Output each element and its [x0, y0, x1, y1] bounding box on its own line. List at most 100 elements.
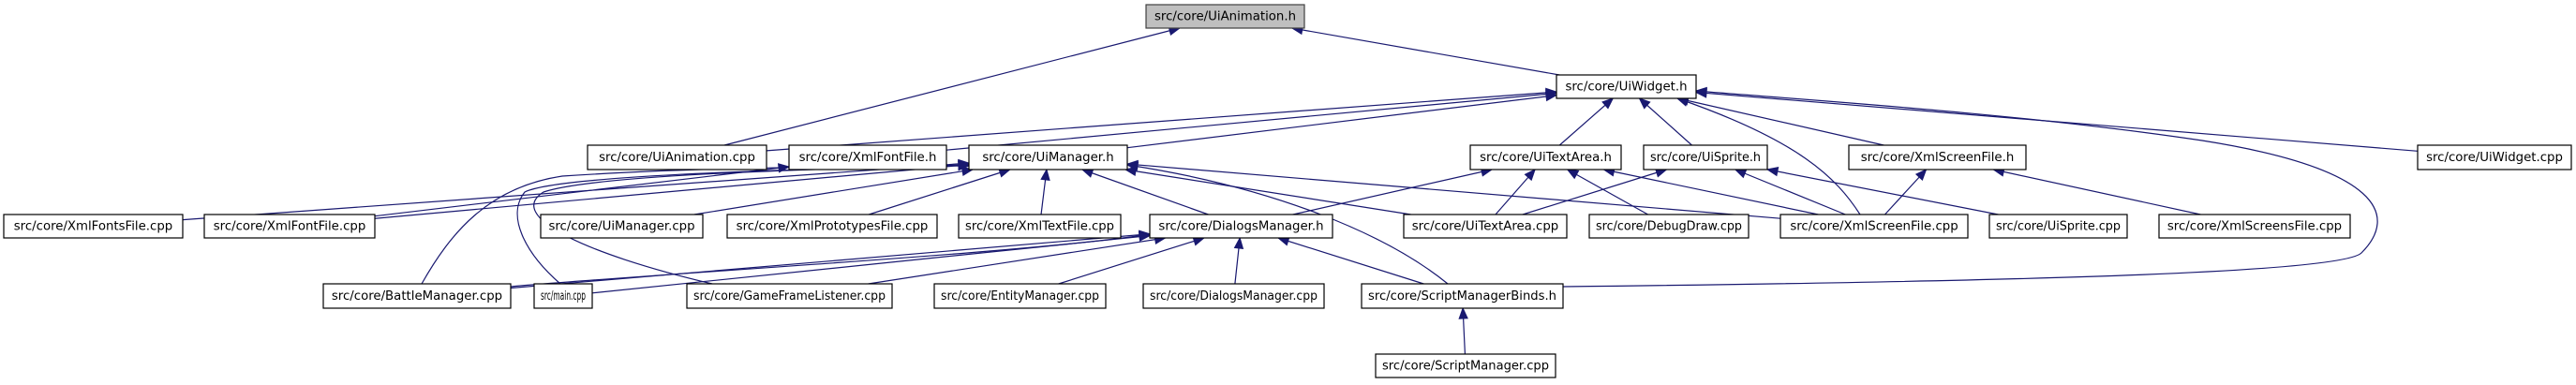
node-label: src/main.cpp	[541, 289, 586, 304]
edge-UiSprite_h-to-UiWidget_h	[1638, 97, 1692, 146]
node-box	[587, 144, 767, 170]
edge-line	[723, 27, 1181, 146]
node-xmlfontsfile-cpp[interactable]: src/core/XmlFontsFile.cpp	[3, 214, 184, 239]
edge-line	[869, 169, 1010, 215]
edge-UiTextArea_cpp-to-UiManager_h	[1124, 166, 1411, 215]
edge-UiAnimation_cpp-to-UiAnimation_h	[723, 25, 1182, 146]
edge-line	[1522, 169, 1667, 215]
edge-ScriptManagerBinds_h-to-DialogsManager_h	[1276, 236, 1424, 285]
edge-line	[1126, 163, 1781, 219]
node-scriptmanager-cpp[interactable]: src/core/ScriptManager.cpp	[1375, 353, 1556, 378]
node-dialogsmanager-cpp[interactable]: src/core/DialogsManager.cpp	[1142, 283, 1325, 309]
node-xmltextfile-cpp[interactable]: src/core/XmlTextFile.cpp	[958, 214, 1122, 239]
node-box	[322, 283, 512, 309]
arrowhead-icon	[1544, 91, 1558, 102]
node-uiwidget-cpp[interactable]: src/core/UiWidget.cpp	[2417, 144, 2572, 170]
node-label: src/core/UiSprite.cpp	[1996, 220, 2121, 234]
edge-line	[591, 234, 1151, 294]
node-label: src/core/XmlScreenFile.cpp	[1790, 220, 1958, 234]
node-box	[1149, 214, 1333, 239]
node-uimanager-cpp[interactable]: src/core/UiManager.cpp	[540, 214, 704, 239]
node-box	[1361, 283, 1564, 309]
node-xmlfontfile-cpp[interactable]: src/core/XmlFontFile.cpp	[203, 214, 376, 239]
edge-UiAnimation_cpp-to-UiWidget_h	[766, 87, 1558, 152]
node-label: src/core/UiManager.h	[982, 151, 1113, 165]
edge-DialogsManager_h-to-UiTextArea_h	[1292, 167, 1494, 215]
arrowhead-icon	[1734, 169, 1748, 179]
node-box	[1469, 144, 1622, 170]
edge-UiManager_cpp-to-UiManager_h	[693, 166, 975, 215]
node-box	[540, 214, 704, 239]
node-box	[3, 214, 184, 239]
node-xmlscreenfile-h[interactable]: src/core/XmlScreenFile.h	[1848, 144, 2027, 170]
arrowhead-icon	[1458, 306, 1468, 319]
node-box	[1142, 283, 1325, 309]
node-uisprite-cpp[interactable]: src/core/UiSprite.cpp	[1988, 214, 2128, 239]
edge-XmlScreenFile_cpp-to-UiSprite_h	[1734, 169, 1846, 215]
edge-XmlScreenFile_cpp-to-UiWidget_h	[1675, 96, 1861, 215]
node-uimanager-h[interactable]: src/core/UiManager.h	[968, 144, 1128, 170]
node-uitextarea-cpp[interactable]: src/core/UiTextArea.cpp	[1403, 214, 1568, 239]
node-box	[958, 214, 1122, 239]
edge-line	[1277, 237, 1424, 285]
edge-line	[1766, 169, 1999, 215]
edge-BattleManager_cpp-to-XmlFontFile_h	[510, 230, 1152, 288]
node-box	[788, 144, 947, 170]
edge-line	[1081, 169, 1209, 215]
node-label: src/core/XmlFontFile.cpp	[214, 220, 366, 234]
node-label: src/core/XmlPrototypesFile.cpp	[737, 220, 929, 234]
node-label: src/core/UiWidget.h	[1565, 81, 1687, 95]
node-debugdraw-cpp[interactable]: src/core/DebugDraw.cpp	[1588, 214, 1750, 239]
node-label: src/core/UiAnimation.h	[1154, 10, 1296, 24]
node-uianimation-cpp[interactable]: src/core/UiAnimation.cpp	[587, 144, 767, 170]
edge-line	[1124, 169, 1411, 215]
node-xmlscreensfile-cpp[interactable]: src/core/XmlScreensFile.cpp	[2158, 214, 2351, 239]
node-xmlprototypesfile-cpp[interactable]: src/core/XmlPrototypesFile.cpp	[726, 214, 938, 239]
edge-XmlScreenFile_h-to-UiWidget_h	[1676, 96, 1884, 146]
edge-DebugDraw_cpp-to-UiTextArea_h	[1566, 169, 1648, 215]
node-box	[1588, 214, 1750, 239]
edge-ScriptManagerBinds_h-to-UiWidget_h	[1562, 86, 2378, 288]
edge-XmlScreensFile_cpp-to-XmlScreenFile_h	[1992, 167, 2201, 215]
node-box	[1988, 214, 2128, 239]
node-xmlfontfile-h[interactable]: src/core/XmlFontFile.h	[788, 144, 947, 170]
edge-DialogsManager_cpp-to-DialogsManager_h	[1233, 236, 1244, 285]
edge-line	[1292, 169, 1493, 215]
arrowhead-icon	[1566, 169, 1580, 180]
node-uianimation-h: src/core/UiAnimation.h	[1145, 4, 1305, 29]
edge-line	[182, 162, 970, 221]
arrowhead-icon	[1638, 97, 1651, 110]
node-uitextarea-h[interactable]: src/core/UiTextArea.h	[1469, 144, 1622, 170]
node-main-cpp[interactable]: src/main.cpp	[533, 283, 593, 309]
node-box	[1556, 74, 1697, 99]
node-box	[203, 214, 376, 239]
edge-XmlScreenFile_cpp-to-XmlScreenFile_h	[1884, 169, 1928, 215]
arrowhead-icon	[1914, 169, 1928, 182]
node-label: src/core/XmlFontFile.h	[799, 151, 937, 165]
node-box	[533, 283, 593, 309]
node-uisprite-h[interactable]: src/core/UiSprite.h	[1643, 144, 1768, 170]
node-label: src/core/XmlTextFile.cpp	[965, 220, 1114, 234]
edge-line	[1735, 169, 1846, 215]
edge-XmlPrototypesFile_cpp-to-UiManager_h	[869, 168, 1011, 215]
node-label: src/core/XmlFontsFile.cpp	[14, 220, 172, 234]
node-label: src/core/DialogsManager.cpp	[1150, 289, 1318, 304]
node-gameframelistener-cpp[interactable]: src/core/GameFrameListener.cpp	[686, 283, 893, 309]
node-label: src/core/EntityManager.cpp	[941, 289, 1099, 304]
node-xmlscreenfile-cpp[interactable]: src/core/XmlScreenFile.cpp	[1779, 214, 1969, 239]
node-scriptmanagerbinds-h[interactable]: src/core/ScriptManagerBinds.h	[1361, 283, 1564, 309]
edge-line	[1567, 169, 1648, 215]
node-battlemanager-cpp[interactable]: src/core/BattleManager.cpp	[322, 283, 512, 309]
edge-UiWidget_cpp-to-UiWidget_h	[1694, 88, 2419, 152]
node-label: src/core/UiAnimation.cpp	[599, 151, 755, 165]
node-box	[2158, 214, 2351, 239]
node-label: src/core/ScriptManager.cpp	[1382, 360, 1549, 374]
edge-line	[1639, 97, 1692, 146]
node-dialogsmanager-h[interactable]: src/core/DialogsManager.h	[1149, 214, 1333, 239]
node-box	[1779, 214, 1969, 239]
edge-main_cpp-to-DialogsManager_h	[591, 231, 1152, 294]
node-uiwidget-h[interactable]: src/core/UiWidget.h	[1556, 74, 1697, 99]
node-label: src/core/UiTextArea.h	[1480, 151, 1612, 165]
node-entitymanager-cpp[interactable]: src/core/EntityManager.cpp	[933, 283, 1107, 309]
